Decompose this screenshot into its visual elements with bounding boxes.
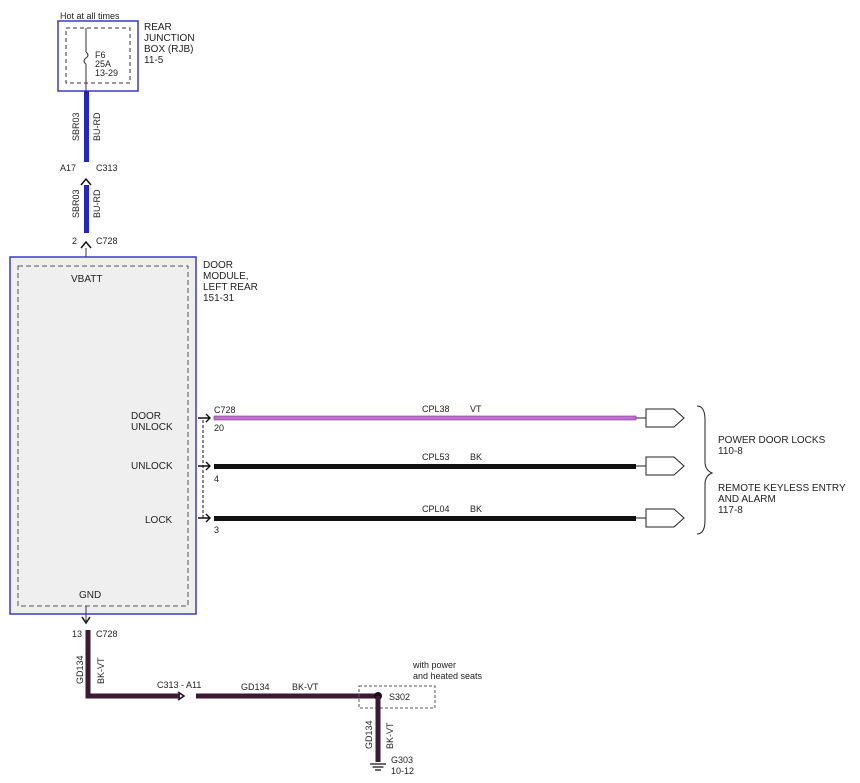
wire-gd134-module-color: BK-VT — [96, 657, 106, 684]
rjb-label-3: BOX (RJB) — [144, 44, 193, 55]
fuse-name: F6 — [95, 50, 106, 60]
wire-gd134-drop-circuit: GD134 — [364, 720, 374, 749]
c313-pin: A17 — [60, 163, 76, 173]
splice-note-line-2: and heated seats — [413, 671, 483, 681]
pin-lock-label: LOCK — [145, 515, 173, 526]
wire-cpl04-circuit: CPL04 — [422, 504, 450, 514]
pin-door-unlock-label-2: UNLOCK — [131, 422, 173, 433]
pin-door-unlock-label-1: DOOR — [131, 411, 161, 422]
gnd-label: GND — [79, 590, 101, 601]
pin-3-arrow-icon — [198, 513, 211, 523]
destination-rke-line-1: REMOTE KEYLESS ENTRY — [718, 483, 846, 494]
connector-c313-icon — [80, 177, 92, 186]
wire-gd134-inline-circuit: GD134 — [241, 682, 270, 692]
splice-s302-label: S302 — [389, 692, 410, 702]
wire-cpl38-color: VT — [470, 404, 482, 414]
door-module-box — [9, 256, 197, 615]
terminal-cpl53-icon — [645, 456, 685, 476]
door-module-label-1: DOOR — [203, 260, 233, 271]
vbatt-label: VBATT — [71, 274, 102, 285]
splice-note-line-1: with power — [412, 660, 456, 670]
pin-unlock-label: UNLOCK — [131, 461, 173, 472]
rjb-header: Hot at all times — [60, 11, 120, 21]
wire-cpl38 — [213, 415, 637, 421]
wire-sbr03-upper-circuit: SBR03 — [71, 112, 81, 141]
destination-power-door-locks-ref: 110-8 — [718, 446, 743, 457]
door-module-label-3: LEFT REAR — [203, 282, 258, 293]
wire-cpl53 — [214, 464, 636, 469]
rjb-box — [57, 20, 139, 92]
pin-20-number: 20 — [214, 423, 224, 433]
wire-cpl04-color: BK — [470, 504, 482, 514]
pin-3-number: 3 — [214, 525, 219, 535]
c728-bottom-connector: C728 — [96, 629, 118, 639]
wire-sbr03-upper-color: BU-RD — [92, 112, 102, 141]
c313-a11-connector: C313 - A11 — [157, 680, 201, 690]
wire-sbr03-lower-circuit: SBR03 — [71, 189, 81, 218]
destination-rke-line-2: AND ALARM — [718, 494, 776, 505]
rjb-label-2: JUNCTION — [144, 33, 195, 44]
door-module-inner-dashed — [17, 265, 189, 607]
fuse-icon — [83, 28, 89, 91]
rjb-inner-dashed — [65, 27, 131, 84]
wire-cpl53-color: BK — [470, 452, 482, 462]
connector-c313-a11-icon — [177, 691, 186, 701]
ground-point-label: G303 — [391, 755, 413, 765]
wire-sbr03-lower-color: BU-RD — [92, 189, 102, 218]
c728-right-connector: C728 — [214, 405, 236, 415]
wire-gd134-drop-color: BK-VT — [385, 722, 395, 749]
terminal-cpl38-icon — [645, 408, 685, 428]
destination-power-door-locks: POWER DOOR LOCKS — [718, 435, 826, 446]
rjb-label-4: 11-5 — [144, 55, 164, 66]
pin-4-arrow-icon — [198, 461, 211, 471]
fuse-rating: 25A — [95, 59, 111, 69]
wire-gd134-inline-color: BK-VT — [292, 682, 319, 692]
wire-cpl04 — [214, 516, 636, 521]
wire-cpl53-circuit: CPL53 — [422, 452, 450, 462]
destination-rke-ref: 117-8 — [718, 505, 743, 516]
c313-connector: C313 — [96, 163, 118, 173]
pin-20-arrow-icon — [198, 413, 211, 423]
terminal-cpl04-icon — [645, 508, 685, 528]
rjb-label-1: REAR — [144, 22, 172, 33]
wire-gd134-module — [85, 630, 180, 699]
c728-top-pin: 2 — [72, 236, 77, 246]
wire-cpl38-circuit: CPL38 — [422, 404, 450, 414]
ground-symbol-icon — [370, 763, 386, 771]
wire-sbr03-lower — [84, 185, 89, 233]
wire-sbr03-upper — [84, 91, 89, 162]
c728-bottom-pin: 13 — [72, 629, 82, 639]
splice-option-box — [358, 685, 436, 709]
destination-brace — [696, 405, 714, 535]
pin-4-number: 4 — [214, 474, 219, 484]
c728-top-connector: C728 — [96, 236, 118, 246]
wire-gd134-module-circuit: GD134 — [75, 655, 85, 684]
fuse-ref: 13-29 — [95, 68, 118, 78]
ground-point-ref: 10-12 — [391, 766, 414, 776]
connector-c728-top-icon — [80, 240, 92, 249]
door-module-label-4: 151-31 — [203, 293, 235, 304]
door-module-label-2: MODULE, — [203, 271, 249, 282]
